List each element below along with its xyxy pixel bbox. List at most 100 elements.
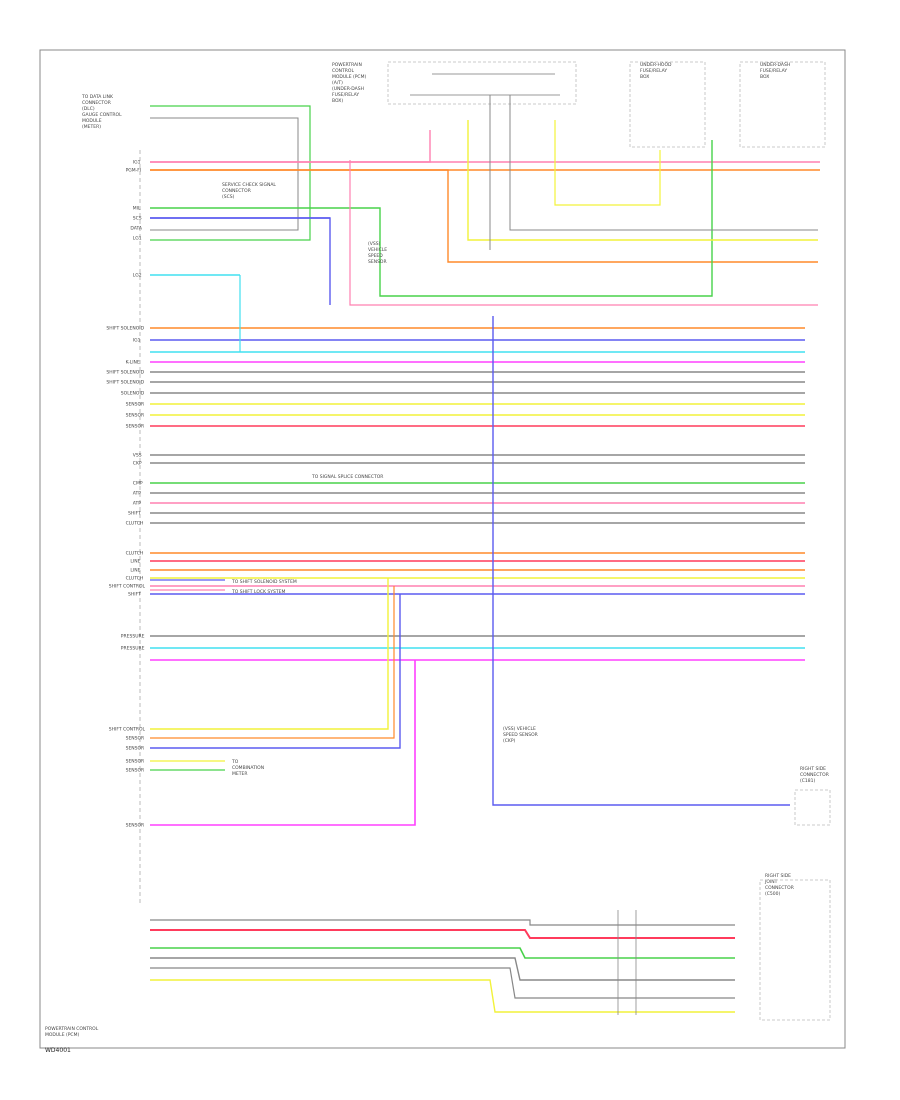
top-center-label: FUSE/RELAY [332,92,359,98]
signal-label: CMP [133,481,143,487]
bottom-right-connector-label: (C500) [765,891,780,897]
vss-note: VEHICLE [368,247,387,253]
top-center-label: BOX) [332,98,343,104]
wire-group [150,95,820,1015]
branch-c: TO [231,759,239,765]
top-right-a-label: FUSE/RELAY [640,68,667,74]
signal-label: PGM-FI [126,168,142,174]
diagram-border [39,49,846,1049]
dlc-note-4: GAUGE CONTROL [82,112,122,118]
dlc-note-6: (METER) [82,124,101,130]
wire-yellow-low [150,578,389,730]
top-right-a-label: BOX [640,74,649,80]
signal-label: CKP [133,461,142,467]
signal-label: CLUTCH [126,551,144,557]
signal-label: SENSOR [126,413,145,419]
wire-bottom-6 [150,979,735,1013]
signal-label: SHIFT SOLENOID [106,326,144,332]
wire-bottom-1 [150,919,735,926]
wire-green-dlc [150,105,311,241]
top-center-label: MODULE (PCM) [332,74,366,80]
wire-yellow-right [554,120,661,206]
pcm-label: POWERTRAIN CONTROL [45,1026,99,1032]
dlc-note-2: CONNECTOR [82,100,111,106]
signal-label: LG2 [133,273,142,279]
wire-magenta-low [150,660,416,826]
vss-note-b: (CKP) [503,738,516,744]
bottom-right-connector-label: CONNECTOR [765,885,794,891]
signal-label: K-LINE [126,360,140,366]
scs-note: (SCS) [222,194,235,200]
signal-label: IG1 [133,160,141,166]
vss-note: (VSS) [368,241,381,247]
wire-orange-up [150,169,818,263]
signal-label: DATA [130,226,143,232]
signal-label: VSS [133,453,142,459]
scs-note: SERVICE CHECK SIGNAL [222,182,276,188]
signal-label: SHIFT [128,592,141,598]
bottom-right-connector-label: JOINT [764,879,778,885]
scs-note: CONNECTOR [222,188,251,194]
mid-right-connector-label: CONNECTOR [800,772,829,778]
branch-c: COMBINATION [232,765,264,771]
vss-note: SPEED [368,253,383,259]
signal-label: SOLENOID [121,391,145,397]
signal-label: SENSOR [126,759,145,765]
vss-note: SENSOR [368,259,387,265]
wire-bottom-3 [150,947,735,959]
top-center-label: (UNDER-DASH [332,86,364,92]
signal-label: SCS [133,216,142,222]
top-right-b-label: UNDER-DASH [760,62,790,68]
signal-label: PRESSURE [121,646,145,652]
signal-label: SENSOR [126,746,145,752]
signal-label: SENSOR [126,424,145,430]
branch-b: TO SHIFT LOCK SYSTEM [231,589,285,595]
wire-bottom-2 [150,929,735,939]
wire-pink-right [349,160,818,306]
signal-label: ATP [133,501,141,507]
mid-right-connector-label: RIGHT SIDE [800,766,826,772]
signal-label: SENSOR [126,402,145,408]
top-right-b-label: BOX [760,74,769,80]
signal-label: CLUTCH [126,521,144,527]
top-center-label: (A/T) [332,80,343,86]
wire-yellow-top [467,120,818,241]
signal-label: SENSOR [126,736,145,742]
top-center-label: CONTROL [332,68,354,74]
wire-gray-dlc [150,117,299,231]
footer-code: WD4001 [45,1047,71,1054]
signal-label: ATP [133,491,141,497]
branch-a: TO SHIFT SOLENOID SYSTEM [231,579,297,585]
top-right-a-label: UNDER-HOOD [640,62,672,68]
signal-label: LINE [130,568,140,574]
top-center-label: POWERTRAIN [332,62,362,68]
wire-pink-up [150,130,431,163]
dlc-note-3: (DLC) [82,106,95,112]
mid-right-connector-label: (C181) [800,778,815,784]
mid-right-connector-box [794,789,831,826]
vss-note-b: SPEED SENSOR [503,732,538,738]
vss-note-b: (VSS) VEHICLE [503,726,536,732]
top-right-b-label: FUSE/RELAY [760,68,787,74]
signal-label: SHIFT CONTROL [109,584,146,590]
signal-label: SENSOR [126,768,145,774]
wire-bottom-4 [150,957,735,981]
signal-label: SENSOR [126,823,145,829]
top-center-component [387,61,577,105]
signal-label: LG1 [133,236,142,242]
signal-label: SHIFT SOLENOID [106,370,144,376]
pcm-label: MODULE (PCM) [45,1032,79,1038]
wire-blue-down [150,217,331,305]
wire-bottom-5 [150,967,735,999]
signal-label: IG1 [133,338,141,344]
center-label: TO SIGNAL SPLICE CONNECTOR [311,474,383,480]
joint-connector-box [759,879,831,1021]
top-right-box-b [739,61,826,148]
top-right-box-a [629,61,706,148]
dlc-note-5: MODULE [82,118,102,124]
signal-label: LINE [130,559,140,565]
signal-label: SHIFT SOLENOID [106,380,144,386]
signal-label: PRESSURE [121,634,145,640]
